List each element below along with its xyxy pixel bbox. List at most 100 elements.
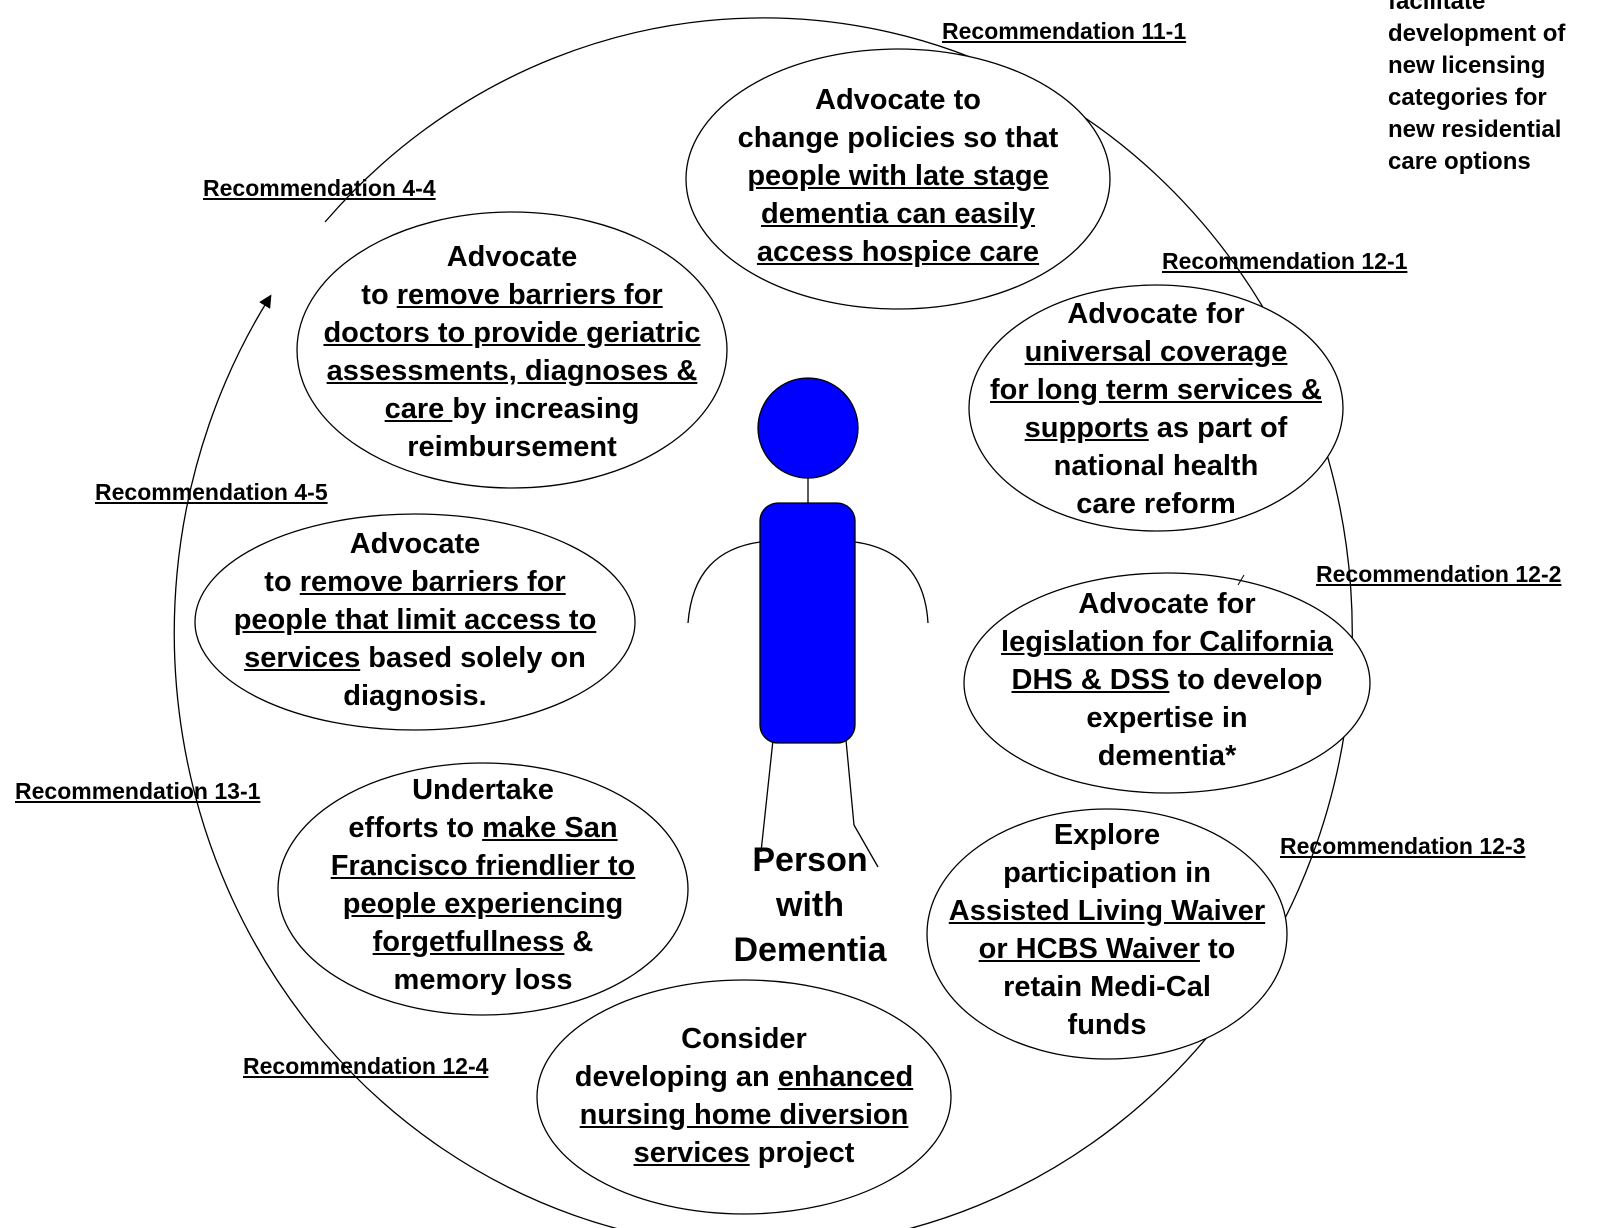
underlined-text: make San [482,812,618,844]
person-figure [687,377,929,868]
underlined-text: dementia can easily [760,198,1036,230]
bubble-line: doctors to provide geriatric [297,314,727,352]
bubble-line: dementia can easily [698,195,1098,233]
recommendation-label-12-1: Recommendation 12-1 [1162,248,1408,274]
bubble-line: Undertake [293,771,673,809]
underlined-text: remove barriers for [299,566,566,598]
bubble-legislation-outline [963,572,1371,794]
bubble-line: Assisted Living Waiver [922,892,1292,930]
bubble-text-segment: Advocate [446,241,578,273]
bubble-line: universal coverage [966,333,1346,371]
underlined-text: Francisco friendlier to [330,850,636,882]
underlined-text: nursing home diversion [579,1099,909,1131]
person-left-leg [760,739,774,853]
bubble-line: diagnosis. [205,677,625,715]
side-note-line: categories for [1388,84,1547,111]
underlined-text: care [384,393,453,425]
person-label-line: Person [752,841,868,879]
recommendation-label-12-4: Recommendation 12-4 [243,1053,489,1079]
underlined-text: people that limit access to [233,604,597,636]
bubble-line: to remove barriers for [205,563,625,601]
side-note-line: new licensing [1388,52,1546,79]
bubble-text-segment: to [264,566,300,598]
side-note-line: development of [1388,20,1566,47]
bubble-text-segment: funds [1067,1009,1147,1041]
underlined-text: supports [1024,412,1149,444]
bubble-line: care reform [966,485,1346,523]
bubble-text-segment: memory loss [393,964,573,996]
bubble-line: people with late stage [698,157,1098,195]
bubble-line: Consider [544,1020,944,1058]
underlined-text: doctors to provide geriatric [323,317,701,349]
bubble-hospice-text: Advocate to change policies so that people… [698,81,1098,271]
bubble-line: retain Medi-Cal [922,968,1292,1006]
bubble-line: Advocate for [977,585,1357,623]
bubble-text-segment: reimbursement [407,431,617,463]
underlined-text: access hospice care [756,236,1040,268]
bubble-text-segment: dementia* [1097,740,1237,772]
recommendation-label-12-3: Recommendation 12-3 [1280,833,1526,859]
bubble-line: services based solely on [205,639,625,677]
bubble-text-segment: Undertake [412,774,554,806]
bubble-line: supports as part of [966,409,1346,447]
bubble-coverage-outline [968,284,1344,532]
bubble-text-segment: Advocate for [1067,298,1245,330]
bubble-doctors-outline [296,211,728,489]
recommendation-label-11-1: Recommendation 11-1 [942,18,1187,44]
person-head [757,377,859,479]
bubble-text-segment: diagnosis. [343,680,487,712]
bubble-text-segment: expertise in [1086,702,1248,734]
bubble-line: Francisco friendlier to [293,847,673,885]
bubble-line: Explore [922,816,1292,854]
bubble-line: services project [544,1134,944,1172]
recommendation-label-4-5: Recommendation 4-5 [95,479,328,505]
bubble-text-segment: participation in [1003,857,1211,889]
underlined-text: for long term services & [990,374,1322,406]
bubble-line: people experiencing [293,885,673,923]
bubble-text-segment: efforts to [348,812,483,844]
bubble-text-segment: retain Medi-Cal [1003,971,1211,1003]
bubble-line: to remove barriers for [297,276,727,314]
bubble-line: for long term services & [966,371,1346,409]
side-note-line: facilitate [1388,0,1486,15]
bubble-line: people that limit access to [205,601,625,639]
underlined-text: enhanced [777,1061,914,1093]
underlined-text: assessments, diagnoses & [326,355,698,387]
underlined-text: services [633,1137,750,1169]
bubble-hospice-outline [685,48,1111,310]
person-label-line: Dementia [733,931,887,969]
bubble-line: funds [922,1006,1292,1044]
bubble-text-segment: by increasing [452,393,640,425]
bubble-text-segment: care reform [1076,488,1236,520]
bubble-text-segment: based solely on [360,642,586,674]
underlined-text: legislation for California [1001,626,1333,658]
bubble-text-segment: developing an [574,1061,778,1093]
recommendation-label-13-1: Recommendation 13-1 [15,778,261,804]
person-right-leg [845,739,879,868]
underlined-text: DHS & DSS [1011,664,1170,696]
bubble-line: Advocate [205,525,625,563]
bubble-text-segment: Advocate for [1078,588,1256,620]
bubble-line: forgetfullness & [293,923,673,961]
bubble-line: reimbursement [297,428,727,466]
bubble-line: expertise in [977,699,1357,737]
bubble-text-segment: Explore [1053,819,1161,851]
bubble-text-segment: Advocate to [815,84,981,116]
bubble-line: participation in [922,854,1292,892]
bubble-line: DHS & DSS to develop [977,661,1357,699]
bubble-line: or HCBS Waiver to [922,930,1292,968]
person-label-line: with [776,886,844,924]
bubble-text-segment: to [361,279,397,311]
underlined-text: forgetfullness [372,926,565,958]
bubble-line: nursing home diversion [544,1096,944,1134]
underlined-text: people with late stage [747,160,1049,192]
side-note: facilitate development of new licensing … [1388,0,1565,178]
bubble-line: legislation for California [977,623,1357,661]
bubble-text-segment: change policies so that [737,122,1059,154]
